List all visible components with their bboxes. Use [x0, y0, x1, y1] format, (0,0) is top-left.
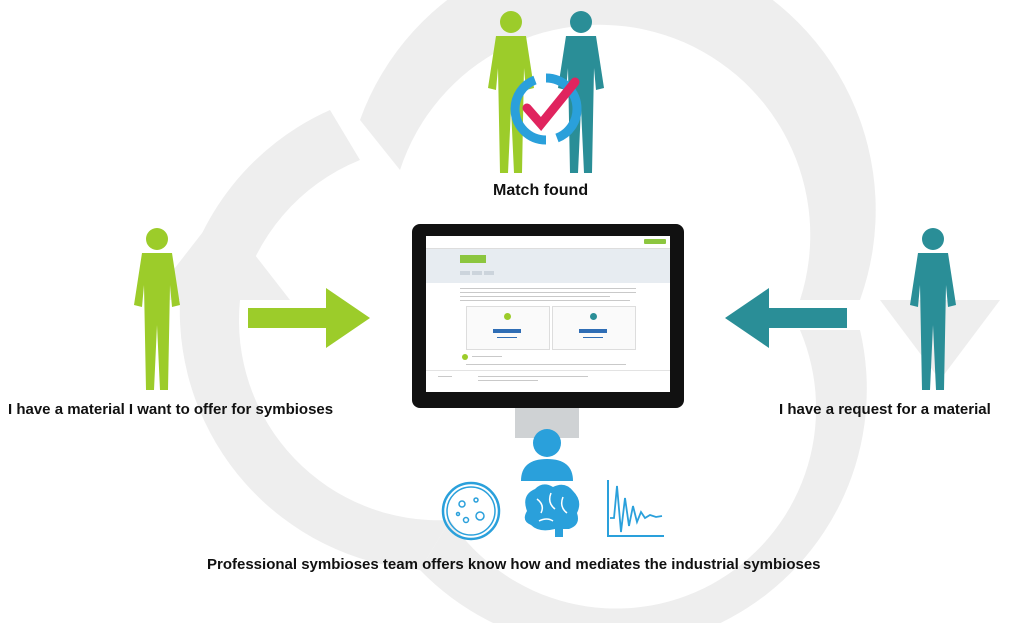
- request-arrow: [725, 288, 847, 348]
- screen-link: [583, 337, 603, 338]
- user-head-icon: [521, 429, 573, 481]
- signal-chart-icon: [607, 480, 664, 537]
- screen-request-icon: [590, 313, 597, 320]
- screen-text-line: [460, 292, 636, 293]
- screen-text-line: [460, 288, 636, 289]
- screen-nav-button: [644, 239, 666, 244]
- screen-header-band: [426, 249, 670, 283]
- screen-offer-button: [493, 329, 521, 333]
- offer-arrow: [248, 288, 370, 348]
- cycle-check-icon: [510, 73, 582, 145]
- screen-title-tag: [460, 255, 486, 263]
- screen-text-line: [460, 300, 630, 301]
- screen-offer-icon: [504, 313, 511, 320]
- screen-text-line: [478, 376, 588, 377]
- person-icon-request: [910, 228, 956, 390]
- screen-text-line: [466, 364, 626, 365]
- team-caption: Professional symbioses team offers know …: [207, 556, 821, 573]
- person-icon-offer: [134, 228, 180, 390]
- monitor: [412, 224, 684, 408]
- offer-caption: I have a material I want to offer for sy…: [8, 401, 334, 418]
- screen-text-line: [438, 376, 452, 377]
- screen-request-card: [552, 306, 636, 350]
- brain-icon: [524, 484, 580, 537]
- request-caption: I have a request for a material: [779, 401, 991, 418]
- screen-navbar: [426, 236, 670, 249]
- screen-text-line: [460, 296, 610, 297]
- screen-request-button: [579, 329, 607, 333]
- screen-divider: [426, 370, 670, 371]
- screen-text-line: [472, 356, 502, 357]
- screen-link: [497, 337, 517, 338]
- monitor-screen: [426, 236, 670, 392]
- screen-contact-icon: [462, 354, 468, 360]
- petri-dish-icon: [441, 481, 501, 541]
- match-found-caption: Match found: [493, 182, 589, 199]
- screen-text-line: [478, 380, 538, 381]
- screen-offer-card: [466, 306, 550, 350]
